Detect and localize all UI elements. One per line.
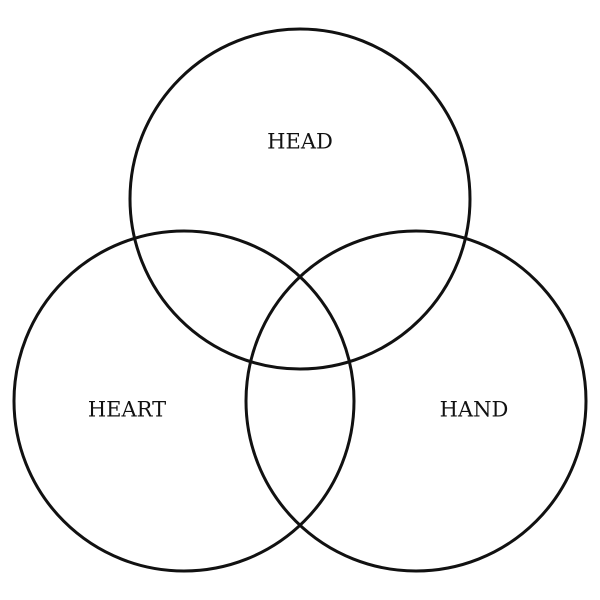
hand-label: HAND bbox=[440, 398, 509, 422]
head-circle bbox=[128, 27, 472, 371]
head-label: HEAD bbox=[267, 130, 333, 154]
heart-label: HEART bbox=[88, 398, 166, 422]
hand-circle bbox=[244, 229, 588, 573]
heart-circle bbox=[12, 229, 356, 573]
